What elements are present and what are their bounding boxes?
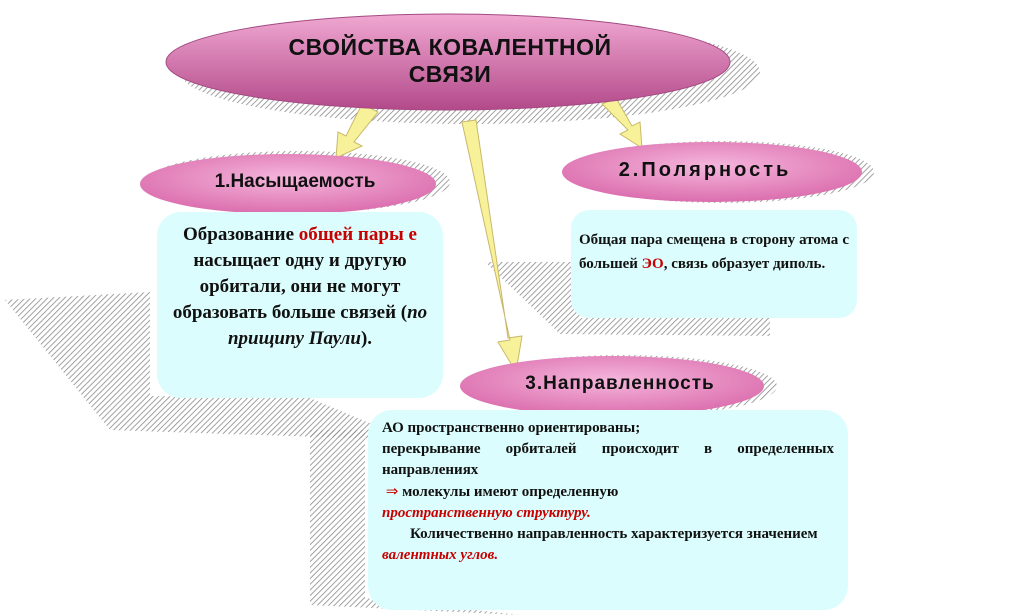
directionality-line-3: ⇒ молекулы имеют определенную <box>382 481 834 503</box>
box-directionality-bg <box>368 410 848 610</box>
directionality-line-5: Количественно направленность характеризу… <box>382 524 834 566</box>
shadow-left <box>5 292 410 440</box>
saturation-description: Образование общей пары е насыщает одну и… <box>157 212 443 398</box>
saturation-text-b: насыщает одну и другую орбитали, они не … <box>172 250 408 323</box>
box-polarity-bg <box>571 210 857 318</box>
arrow-to-saturation-icon <box>335 103 379 159</box>
directionality-line-5-text: Количественно направленность характеризу… <box>410 526 818 542</box>
implies-arrow-icon: ⇒ <box>385 482 399 500</box>
polarity-text-a: Общая пара смещена в сторону атома с бол… <box>579 232 849 272</box>
saturation-text-c: ). <box>360 328 373 349</box>
pill-directionality <box>460 356 764 416</box>
box-saturation-bg <box>157 212 443 398</box>
saturation-text-red: общей пары е <box>298 224 417 245</box>
heading-directionality: 3.Направленность <box>525 373 715 394</box>
heading-saturation: 1.Насыщаемость <box>214 171 376 192</box>
pill-polarity <box>562 142 862 202</box>
polarity-text-red: ЭО <box>641 256 664 272</box>
directionality-line-2: перекрывание орбиталей происходит в опре… <box>382 441 834 478</box>
directionality-description: АО пространственно ориентированы; перекр… <box>368 410 848 610</box>
saturation-text-italic: по прищипу Паули <box>227 302 428 349</box>
title-line-2: СВЯЗИ <box>408 61 492 87</box>
saturation-text-a: Образование <box>183 224 299 245</box>
arrow-to-directionality-icon <box>461 119 523 374</box>
shadow-bottom <box>310 430 520 615</box>
diagram-title: СВОЙСТВА КОВАЛЕНТНОЙ СВЯЗИ <box>210 34 690 88</box>
directionality-line-5-red: валентных углов. <box>382 547 499 563</box>
title-ellipse <box>165 13 731 111</box>
pill-saturation <box>140 154 436 214</box>
heading-polarity: 2.Полярность <box>618 159 792 181</box>
connector-arrows <box>335 97 643 374</box>
arrow-to-polarity-icon <box>601 97 643 149</box>
directionality-line-1: АО пространственно ориентированы; <box>382 420 641 436</box>
polarity-description: Общая пара смещена в сторону атома с бол… <box>571 210 857 318</box>
title-line-1: СВОЙСТВА КОВАЛЕНТНОЙ <box>288 34 612 60</box>
shadow-right <box>485 262 770 336</box>
directionality-line-4: пространственную структуру. <box>382 505 591 521</box>
polarity-text-b: , связь образует диполь. <box>663 256 826 272</box>
directionality-line-3-text: молекулы имеют определенную <box>398 484 619 500</box>
